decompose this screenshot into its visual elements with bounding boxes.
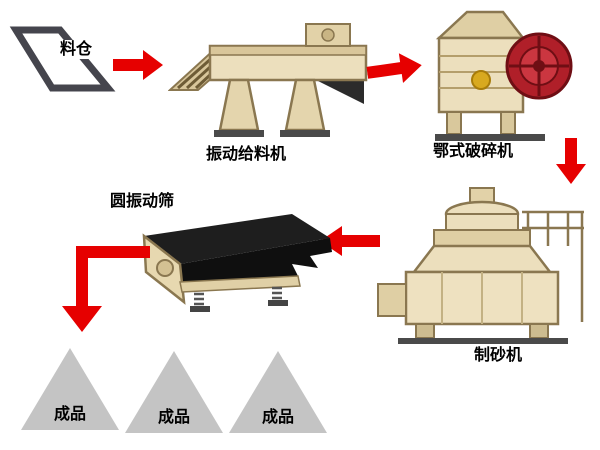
sand-maker-illustration xyxy=(377,187,584,344)
triangle-icon xyxy=(229,351,327,433)
arrow-down-icon xyxy=(556,138,586,184)
product-label: 成品 xyxy=(261,408,294,426)
arrow-elbow-down-icon xyxy=(62,246,150,332)
arrow-right-icon xyxy=(113,50,163,80)
jaw-crusher-label: 鄂式破碎机 xyxy=(432,143,513,160)
hopper-icon xyxy=(9,26,116,92)
jaw-crusher-illustration xyxy=(435,10,573,141)
product-label: 成品 xyxy=(157,408,190,426)
hopper-label: 料仓 xyxy=(58,40,95,60)
arrow-right-icon xyxy=(366,53,422,83)
triangle-icon xyxy=(21,348,119,430)
sand-maker-label: 制砂机 xyxy=(473,347,522,364)
vibrating-feeder-illustration xyxy=(168,23,368,137)
product-pile: 成品 xyxy=(228,349,328,435)
vibrating-screen-label: 圆振动筛 xyxy=(109,193,174,210)
product-pile: 成品 xyxy=(20,346,120,432)
arrow-left-icon xyxy=(320,226,380,256)
product-pile: 成品 xyxy=(124,349,224,435)
triangle-icon xyxy=(125,351,223,433)
product-label: 成品 xyxy=(53,405,86,423)
vibrating-feeder-label: 振动给料机 xyxy=(205,146,286,163)
vibrating-screen-illustration xyxy=(142,214,332,312)
